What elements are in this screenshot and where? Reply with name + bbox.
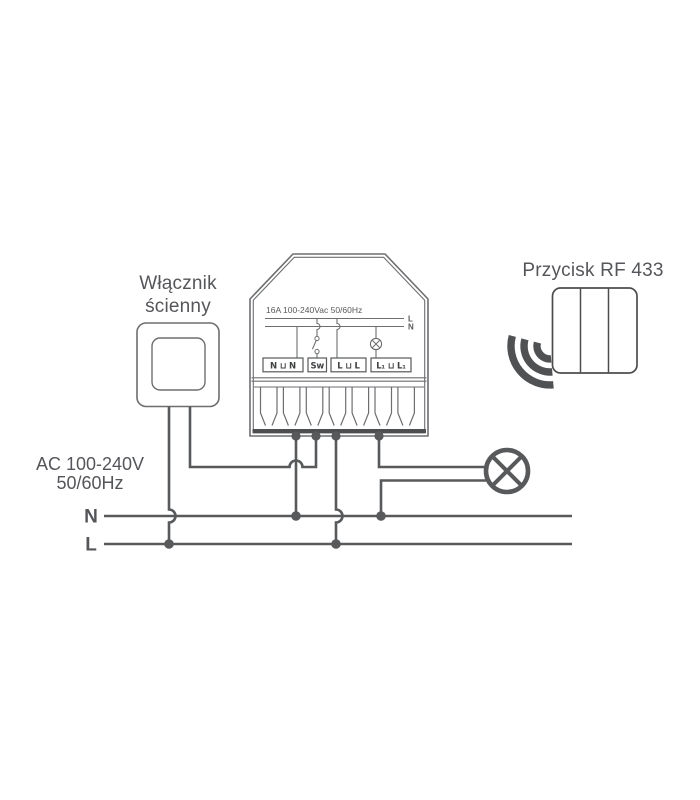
rf-waves-icon [507,334,554,389]
wire-l-terminal-to-live [334,436,344,544]
wall-switch-label-line2: ścienny [145,296,211,317]
live-line-label: L [85,535,97,556]
terminal-label-ll: L ⊔ L [337,362,360,372]
module-case-outer [249,253,429,437]
relay-module: 16A 100-240Vac 50/60Hz L N [249,253,429,437]
junction-lamp-neutral [376,511,386,521]
rf-button: Przycisk RF 433 [507,260,663,389]
neutral-line-label: N [84,507,98,528]
terminal-box-sw [307,357,328,373]
terminal-label-sw: Sw [311,362,325,372]
terminal-dot-n [291,431,301,441]
module-schematic: L N [262,315,414,373]
switch-lever [311,340,317,350]
junction-switch-live [164,539,174,549]
wire-switch-to-live [167,406,177,544]
rf-button-body [551,287,638,374]
schem-live-drop [336,318,341,358]
clamp-divider [251,377,427,382]
lamp-cross [490,454,524,488]
lamp-cross-small [371,339,381,349]
bus-live-label: L [408,315,413,324]
terminal-label-l1l1: L₁ ⊔ L₁ [376,362,406,372]
module-case-inner [252,256,426,434]
clamp-bottom-band [252,429,426,434]
rf-button-label: Przycisk RF 433 [522,260,663,281]
clamp-slots [259,387,415,426]
wire-lamp-to-neutral [379,479,486,516]
module-clamp-area [251,377,427,434]
switch-symbol [311,318,321,358]
junction-n-neutral [291,511,301,521]
wall-switch: Włącznik ścienny [136,273,220,408]
module-rating: 16A 100-240Vac 50/60Hz [266,305,362,315]
lamp-symbol-small [369,326,383,358]
wall-switch-body [136,322,220,408]
terminal-dot-sw [311,431,321,441]
switch-feed [316,318,321,337]
rf-button-dividers [579,288,610,373]
terminal-box-ll [330,357,367,373]
terminal-box-nn [262,357,304,373]
bus-neutral-label: N [408,323,414,332]
rf-wave-middle [520,338,553,376]
terminal-dot-l1 [374,431,384,441]
rf-wave-inner [533,341,552,363]
power-rating-label-line2: 50/60Hz [56,473,123,493]
terminal-box-l1l1 [370,357,412,373]
lamp-icon [483,447,531,495]
power-lines: AC 100-240V 50/60Hz N L [36,454,572,556]
wall-switch-label-line1: Włącznik [139,273,217,294]
junction-l-live [331,539,341,549]
terminal-row [262,357,412,373]
terminal-dot-l [331,431,341,441]
rf-wave-outer [507,334,554,389]
wiring [164,406,486,549]
switch-contact-top [314,335,320,342]
switch-contact-bottom [314,348,320,355]
wall-switch-rocker [151,337,206,391]
wire-l1-terminal-to-lamp [377,436,486,469]
terminal-label-nn: N ⊔ N [270,362,296,372]
power-rating-label-line1: AC 100-240V [36,454,144,474]
